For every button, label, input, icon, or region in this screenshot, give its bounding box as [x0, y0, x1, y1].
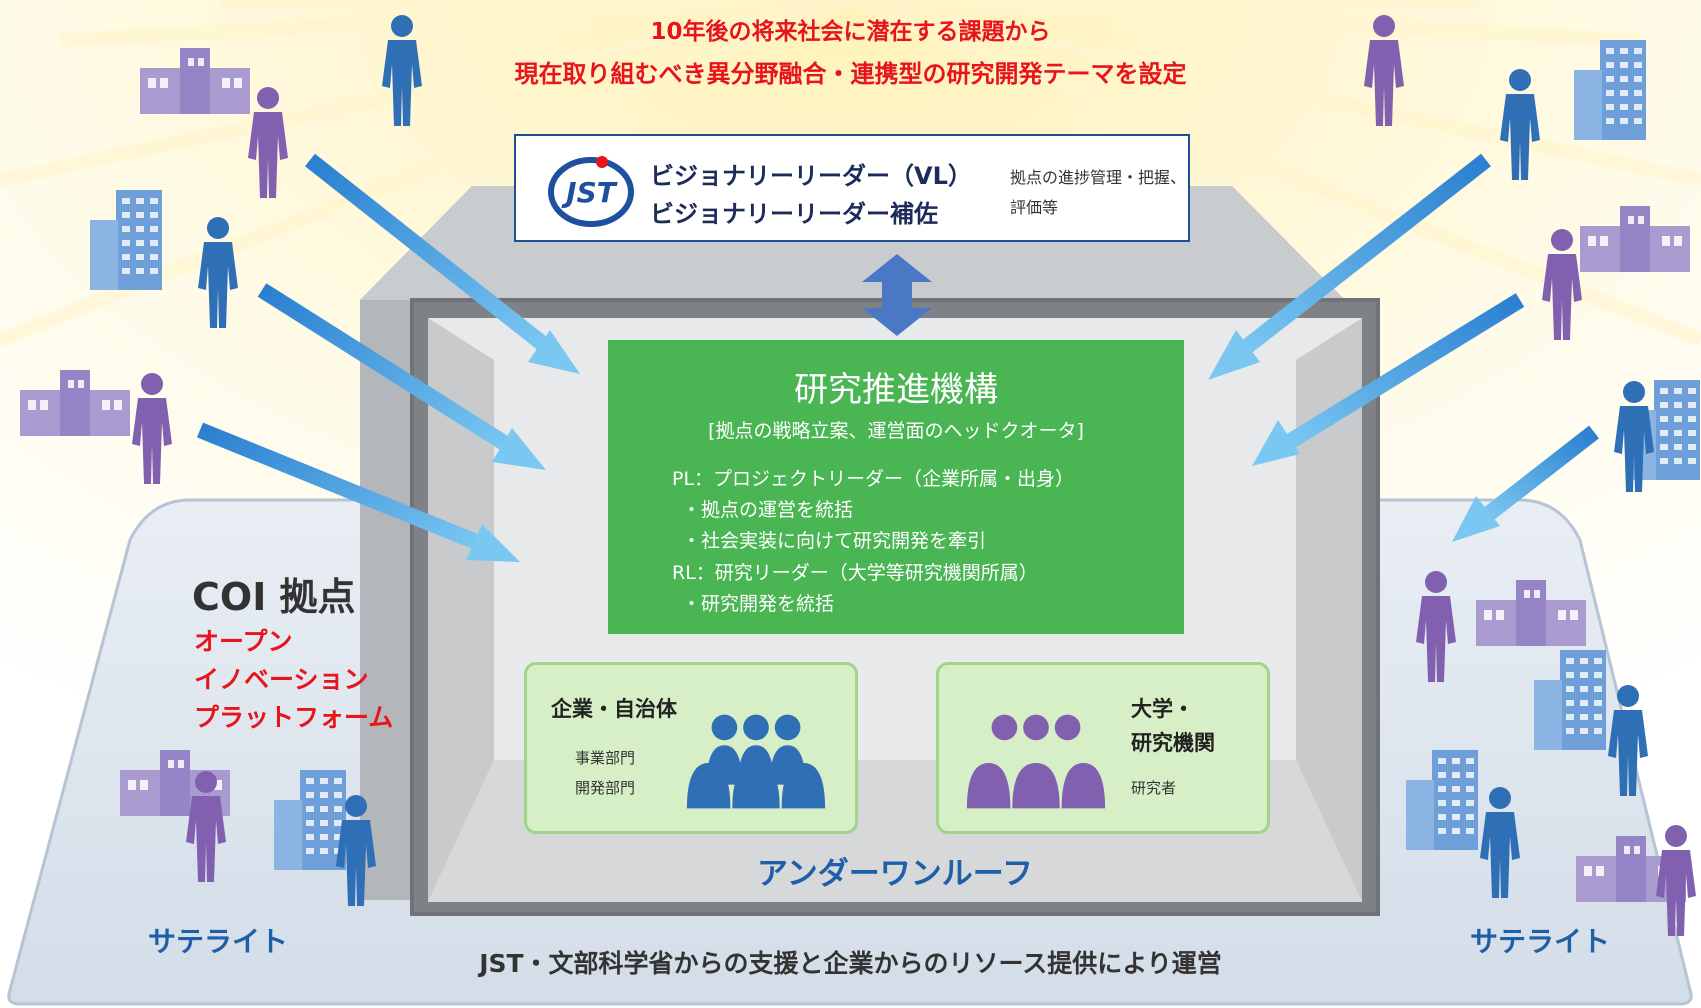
org-line-pl: PL：プロジェクトリーダー（企業所属・出身）: [672, 468, 1075, 490]
satellite-left-label: サテライト: [148, 925, 289, 958]
org-subtitle: [拠点の戦略立案、運営面のヘッドクオータ]: [708, 420, 1084, 442]
room-right-wall: [1296, 318, 1362, 902]
univ-title-line2: 研究機関: [1131, 731, 1215, 755]
org-title: 研究推進機構: [794, 370, 998, 410]
vl-title-line1: ビジョナリーリーダー（VL）: [650, 162, 972, 190]
coi-line3: プラットフォーム: [194, 703, 394, 732]
headline-line1: 10年後の将来社会に潜在する課題から: [650, 19, 1051, 45]
org-line-rl-duty: ・研究開発を統括: [682, 593, 835, 615]
vl-description-line2: 評価等: [1010, 198, 1059, 217]
arrows-right: [1208, 153, 1599, 542]
vl-link-arrow: [862, 254, 932, 336]
visionary-leader-box: JST ビジョナリーリーダー（VL） ビジョナリーリーダー補佐 拠点の進捗管理・…: [514, 134, 1190, 242]
org-line-pl-duty1: ・拠点の運営を統括: [682, 499, 854, 521]
room-left-wall: [428, 318, 494, 902]
coi-title: COI 拠点: [192, 575, 356, 619]
univ-people-icon: [966, 714, 1106, 809]
vl-title-line2: ビジョナリーリーダー補佐: [650, 200, 938, 228]
arrows-left: [196, 153, 580, 562]
research-promotion-org-box: 研究推進機構 [拠点の戦略立案、運営面のヘッドクオータ] PL：プロジェクトリー…: [608, 340, 1184, 634]
corp-sub1: 事業部門: [575, 749, 636, 767]
corp-sub2: 開発部門: [575, 779, 636, 797]
corporate-municipality-box: 企業・自治体 事業部門 開発部門: [524, 662, 858, 834]
org-line-pl-duty2: ・社会実装に向けて研究開発を牽引: [682, 530, 987, 552]
jst-logo: JST: [548, 156, 634, 227]
univ-title-line1: 大学・: [1131, 697, 1194, 721]
satellite-right-label: サテライト: [1470, 925, 1611, 958]
headline-line2: 現在取り組むべき異分野融合・連携型の研究開発テーマを設定: [514, 60, 1187, 88]
org-line-rl: RL：研究リーダー（大学等研究機関所属）: [672, 562, 1038, 584]
coi-line2: イノベーション: [194, 665, 369, 694]
coi-line1: オープン: [194, 627, 293, 656]
jst-logo-text: JST: [561, 176, 618, 209]
univ-sub: 研究者: [1131, 779, 1177, 797]
bottom-operations-text: JST・文部科学省からの支援と企業からのリソース提供により運営: [479, 949, 1222, 978]
university-research-box: 大学・ 研究機関 研究者: [936, 662, 1270, 834]
corp-people-icon: [686, 714, 826, 809]
corp-title: 企業・自治体: [551, 697, 677, 721]
vl-description-line1: 拠点の進捗管理・把握、: [1010, 168, 1187, 187]
under-one-roof-label: アンダーワンルーフ: [757, 856, 1033, 892]
